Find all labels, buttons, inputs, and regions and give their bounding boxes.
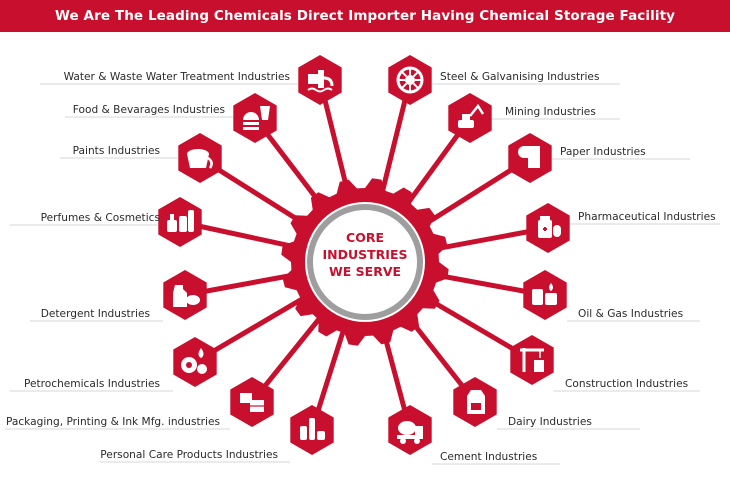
industry-hexagon-right-1: [388, 55, 432, 105]
header-banner: We Are The Leading Chemicals Direct Impo…: [0, 0, 730, 32]
industry-hexagon-left-8: [290, 405, 334, 455]
pharmaceutical-icon: [538, 216, 561, 238]
gears-drop-icon: [181, 348, 207, 374]
right-industry-nodes: [388, 55, 570, 455]
hexagon-shape: [510, 335, 554, 385]
personal-care-icon: [300, 418, 325, 440]
industry-hexagon-right-7: [453, 377, 497, 427]
industry-hexagon-right-3: [508, 133, 552, 183]
industry-label: Perfumes & Cosmetics: [40, 212, 160, 224]
hub-title-line2: INDUSTRIES: [322, 247, 408, 262]
industry-hexagon-right-5: [523, 270, 567, 320]
industry-hexagon-right-2: [448, 93, 492, 143]
industry-hexagon-left-4: [158, 197, 202, 247]
industry-label: Paper Industries: [560, 146, 646, 158]
oil-gas-icon: [532, 283, 557, 305]
milk-carton-icon: [467, 390, 485, 414]
hub-title-line3: WE SERVE: [328, 264, 402, 279]
industry-label: Pharmaceutical Industries: [578, 211, 716, 223]
steel-gear-icon: [396, 66, 424, 94]
left-industry-nodes: [158, 55, 342, 455]
mining-excavator-icon: [458, 103, 485, 128]
industry-hexagon-left-6: [173, 337, 217, 387]
construction-crane-icon: [520, 348, 544, 372]
water-treatment-icon: [307, 70, 334, 93]
industry-hexagon-right-6: [510, 335, 554, 385]
industry-label: Dairy Industries: [508, 416, 592, 428]
industry-label: Food & Bevarages Industries: [72, 104, 225, 116]
hub-title-line1: CORE: [346, 230, 384, 245]
industry-label: Packaging, Printing & Ink Mfg. industrie…: [5, 416, 220, 428]
cement-mixer-icon: [397, 421, 423, 444]
detergent-icon: [173, 285, 200, 307]
industry-hexagon-left-1: [298, 55, 342, 105]
industry-label: Construction Industries: [565, 378, 689, 390]
industry-label: Steel & Galvanising Industries: [440, 71, 600, 83]
industry-label: Detergent Industries: [40, 308, 150, 320]
industry-label: Paints Industries: [72, 145, 160, 157]
packaging-icon: [240, 393, 264, 412]
perfume-icon: [167, 210, 194, 232]
industry-label: Water & Waste Water Treatment Industries: [63, 71, 290, 83]
industry-label: Petrochemicals Industries: [23, 378, 160, 390]
label-underlines: [5, 83, 720, 465]
hub-gray-ring: [307, 204, 423, 320]
paper-roll-icon: [518, 146, 540, 168]
industry-hexagon-left-7: [230, 377, 274, 427]
industry-label: Mining Industries: [505, 106, 596, 118]
industry-label: Cement Industries: [440, 451, 538, 463]
industry-hexagon-left-5: [163, 270, 207, 320]
hub-gear: [281, 178, 449, 346]
paint-bucket-icon: [187, 149, 213, 169]
industry-hexagon-right-8: [388, 405, 432, 455]
industry-label: Personal Care Products Industries: [100, 449, 278, 461]
industry-label: Oil & Gas Industries: [578, 308, 684, 320]
hub-inner-disc: [315, 212, 415, 312]
industry-hexagon-right-4: [526, 203, 570, 253]
industry-hexagon-left-3: [178, 133, 222, 183]
industry-hexagon-left-2: [233, 93, 277, 143]
hub-title: CORE INDUSTRIES WE SERVE: [310, 229, 420, 280]
food-beverage-icon: [243, 106, 270, 130]
